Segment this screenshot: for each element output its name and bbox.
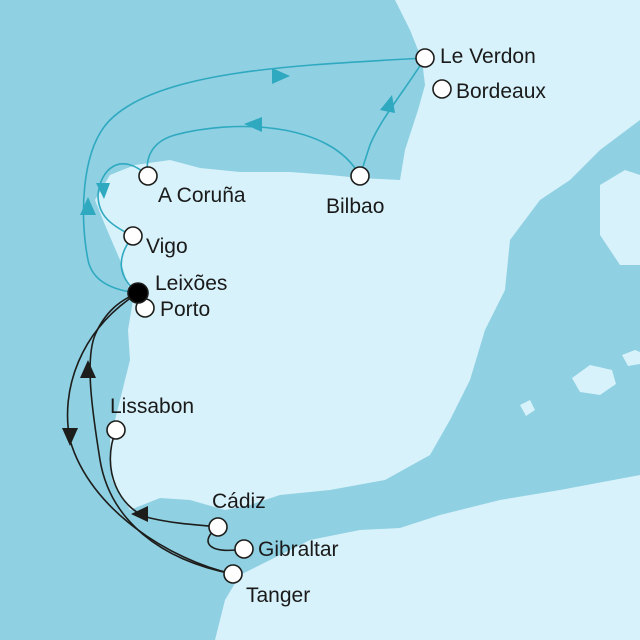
port-label: Bilbao [326, 195, 384, 218]
route-tanger-leixoes [89, 292, 234, 575]
route-acoruna-vigo [97, 163, 149, 237]
arrow-icon [380, 95, 395, 113]
arrow-icon [62, 428, 78, 446]
port-marker[interactable] [350, 166, 370, 186]
land-menorca [622, 350, 640, 366]
port-label: Le Verdon [440, 45, 536, 68]
port-label: Lissabon [110, 395, 194, 418]
land-iberia-france [95, 0, 640, 510]
port-leixoes[interactable]: Leixões [127, 272, 227, 304]
port-cadiz[interactable]: Cádiz [208, 490, 266, 537]
route-lissabon-cadiz [109, 429, 219, 528]
route-bilbao-acoruna [146, 125, 361, 177]
port-tanger[interactable]: Tanger [223, 564, 310, 607]
port-label: Vigo [146, 235, 188, 258]
land-mallorca [572, 365, 616, 395]
land-north-africa [215, 475, 640, 640]
arrow-icon [272, 68, 290, 84]
port-bordeaux[interactable]: Bordeaux [432, 79, 546, 103]
ports: Le Verdon Bordeaux A Coruña Bilbao Vigo … [106, 45, 546, 607]
arrow-icon [131, 506, 148, 522]
route-leverdon-leixoes [82, 57, 426, 294]
land-sardinia [600, 170, 640, 265]
port-marker[interactable] [123, 226, 143, 246]
home-port-marker[interactable] [127, 282, 149, 304]
port-marker[interactable] [208, 517, 228, 537]
land-ibiza [520, 400, 535, 416]
route-arrows [62, 68, 395, 522]
port-lissabon[interactable]: Lissabon [106, 395, 194, 440]
port-marker[interactable] [106, 420, 126, 440]
port-label: Bordeaux [456, 80, 546, 103]
port-marker[interactable] [415, 48, 435, 68]
port-marker[interactable] [234, 539, 254, 559]
port-label: Porto [160, 298, 210, 321]
port-gibraltar[interactable]: Gibraltar [234, 538, 339, 561]
port-marker[interactable] [138, 166, 158, 186]
port-label: Gibraltar [258, 538, 339, 561]
port-label: Tanger [246, 584, 310, 607]
arrow-icon [80, 197, 96, 215]
port-le-verdon[interactable]: Le Verdon [415, 45, 536, 68]
port-marker[interactable] [432, 79, 452, 99]
port-label: Leixões [155, 272, 227, 295]
port-a-coruna[interactable]: A Coruña [138, 166, 246, 207]
arrow-icon [96, 183, 110, 199]
arrow-icon [244, 117, 262, 132]
arrow-icon [80, 360, 96, 378]
port-bilbao[interactable]: Bilbao [326, 166, 384, 218]
port-porto[interactable]: Porto [135, 298, 210, 321]
port-marker[interactable] [223, 564, 243, 584]
port-label: Cádiz [212, 490, 266, 513]
port-vigo[interactable]: Vigo [123, 226, 188, 258]
port-label: A Coruña [158, 184, 246, 207]
